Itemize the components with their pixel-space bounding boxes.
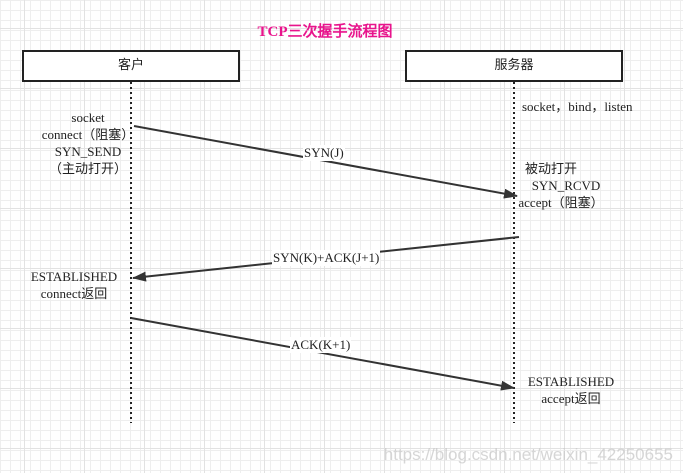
client-state-block: socket connect（阻塞） SYN_SEND （主动打开） xyxy=(28,109,148,177)
syn-label: SYN(J) xyxy=(303,145,345,161)
ack-arrow xyxy=(130,317,515,391)
server-box: 服务器 xyxy=(405,50,623,82)
server-established: ESTABLISHED xyxy=(527,374,615,389)
client-state-active-open: （主动打开） xyxy=(48,161,127,176)
server-established-block: ESTABLISHED accept返回 xyxy=(511,373,631,407)
watermark: https://blog.csdn.net/weixin_42250655 xyxy=(383,445,673,464)
server-passive-open: 被动打开 xyxy=(524,161,577,176)
server-init: socket，bind，listen xyxy=(522,99,633,114)
diagram-title: TCP三次握手流程图 xyxy=(257,24,393,40)
ack-label: ACK(K+1) xyxy=(290,337,352,353)
server-accept-blocked: accept（阻塞） xyxy=(518,195,604,210)
client-state-connect: connect（阻塞） xyxy=(41,127,135,142)
client-connect-return: connect返回 xyxy=(40,286,108,301)
syn-ack-label: SYN(K)+ACK(J+1) xyxy=(272,250,381,266)
client-established-block: ESTABLISHED connect返回 xyxy=(14,268,134,302)
server-accept-return: accept返回 xyxy=(541,391,601,406)
client-box: 客户 xyxy=(22,50,240,82)
server-syn-rcvd: SYN_RCVD xyxy=(531,178,601,193)
server-passive-block: 被动打开 SYN_RCVD accept（阻塞） xyxy=(506,160,626,211)
syn-arrow xyxy=(133,125,518,199)
client-state-syn-send: SYN_SEND xyxy=(54,144,122,159)
client-state-socket: socket xyxy=(71,110,105,125)
client-established: ESTABLISHED xyxy=(30,269,118,284)
